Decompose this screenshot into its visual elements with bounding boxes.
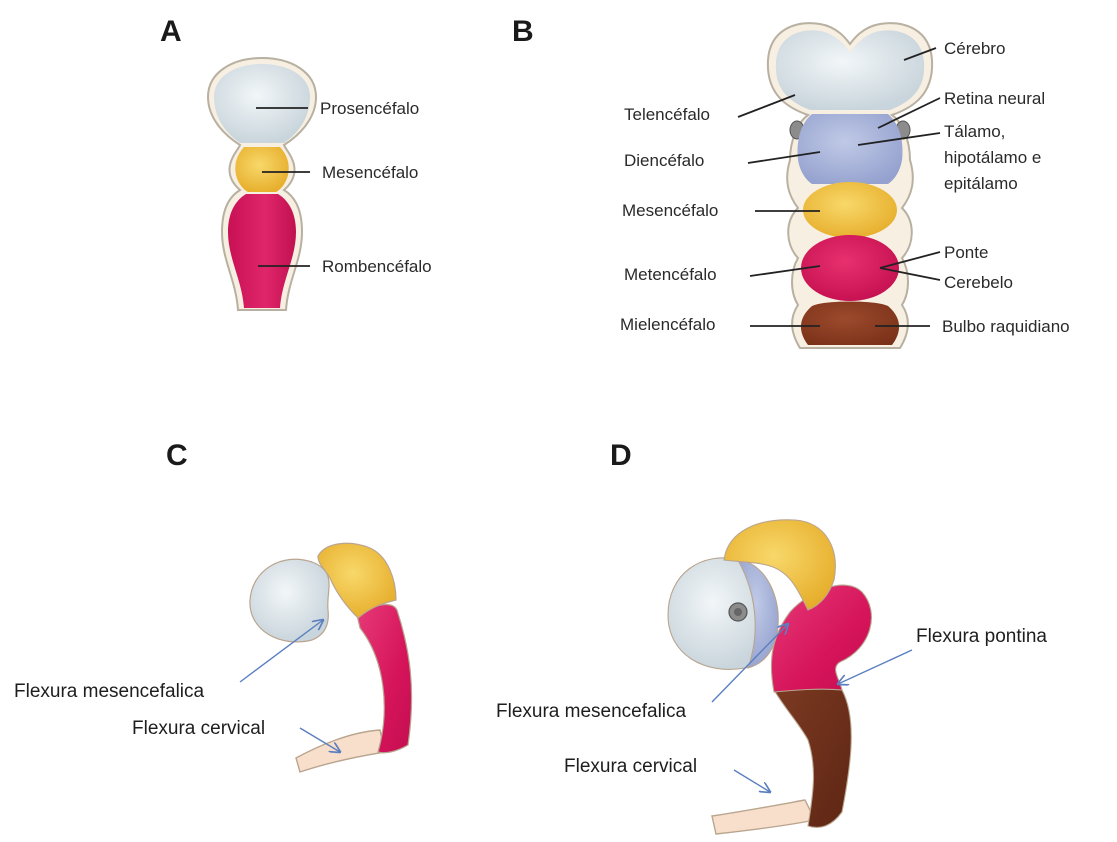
label-cerebellum: Cerebelo bbox=[944, 273, 1013, 292]
panel-d-spinal-cord bbox=[712, 800, 815, 834]
label-cerebrum: Cérebro bbox=[944, 39, 1005, 58]
label-diencephalon: Diencéfalo bbox=[624, 151, 704, 170]
label-mesencephalon-a: Mesencéfalo bbox=[322, 163, 418, 182]
label-c-cervical-flexure: Flexura cervical bbox=[132, 718, 265, 739]
label-neural-retina: Retina neural bbox=[944, 89, 1045, 108]
label-d-mesencephalic-flexure: Flexura mesencefalica bbox=[496, 701, 687, 722]
panel-b: B Telencéfalo Diencéfalo Mesencéfalo bbox=[512, 15, 1070, 348]
label-d-pontine-flexure: Flexura pontina bbox=[916, 626, 1047, 647]
label-prosencephalon: Prosencéfalo bbox=[320, 99, 419, 118]
label-pons: Ponte bbox=[944, 243, 988, 262]
panel-d-optic-lens bbox=[734, 608, 742, 616]
prosencephalon-vesicle bbox=[214, 64, 310, 143]
panel-a-letter: A bbox=[160, 15, 182, 48]
label-thalamus-line3: epitálamo bbox=[944, 174, 1018, 193]
label-metencephalon: Metencéfalo bbox=[624, 265, 717, 284]
label-thalamus-line2: hipotálamo e bbox=[944, 148, 1041, 167]
panel-a: A Prosencéfalo Mesencéfalo Rombencéfalo bbox=[160, 15, 432, 310]
myelencephalon-vesicle bbox=[801, 302, 899, 346]
panel-d-letter: D bbox=[610, 439, 632, 472]
panel-b-letter: B bbox=[512, 15, 534, 48]
panel-c-letter: C bbox=[166, 439, 188, 472]
label-myelencephalon: Mielencéfalo bbox=[620, 315, 715, 334]
telencephalon-leader bbox=[738, 95, 795, 117]
label-d-cervical-flexure: Flexura cervical bbox=[564, 756, 697, 777]
panel-c-hindbrain bbox=[357, 605, 412, 753]
mesencephalon-vesicle-b bbox=[803, 182, 897, 238]
panel-c: C Flexura mesencefalica Flexura cervical bbox=[14, 439, 412, 772]
label-mesencephalon-b: Mesencéfalo bbox=[622, 201, 718, 220]
label-rhombencephalon: Rombencéfalo bbox=[322, 257, 432, 276]
mesencephalon-vesicle bbox=[235, 147, 288, 192]
label-c-mesencephalic-flexure: Flexura mesencefalica bbox=[14, 681, 205, 702]
label-telencephalon: Telencéfalo bbox=[624, 105, 710, 124]
panel-d-cervical-arrow bbox=[734, 770, 770, 792]
panel-c-forebrain bbox=[250, 559, 329, 642]
panel-d: D Flexura pontina Flexura mesencefalica … bbox=[496, 439, 1047, 834]
label-medulla: Bulbo raquidiano bbox=[942, 317, 1070, 336]
panel-c-spinal-cord bbox=[296, 730, 385, 772]
label-thalamus-line1: Tálamo, bbox=[944, 122, 1005, 141]
